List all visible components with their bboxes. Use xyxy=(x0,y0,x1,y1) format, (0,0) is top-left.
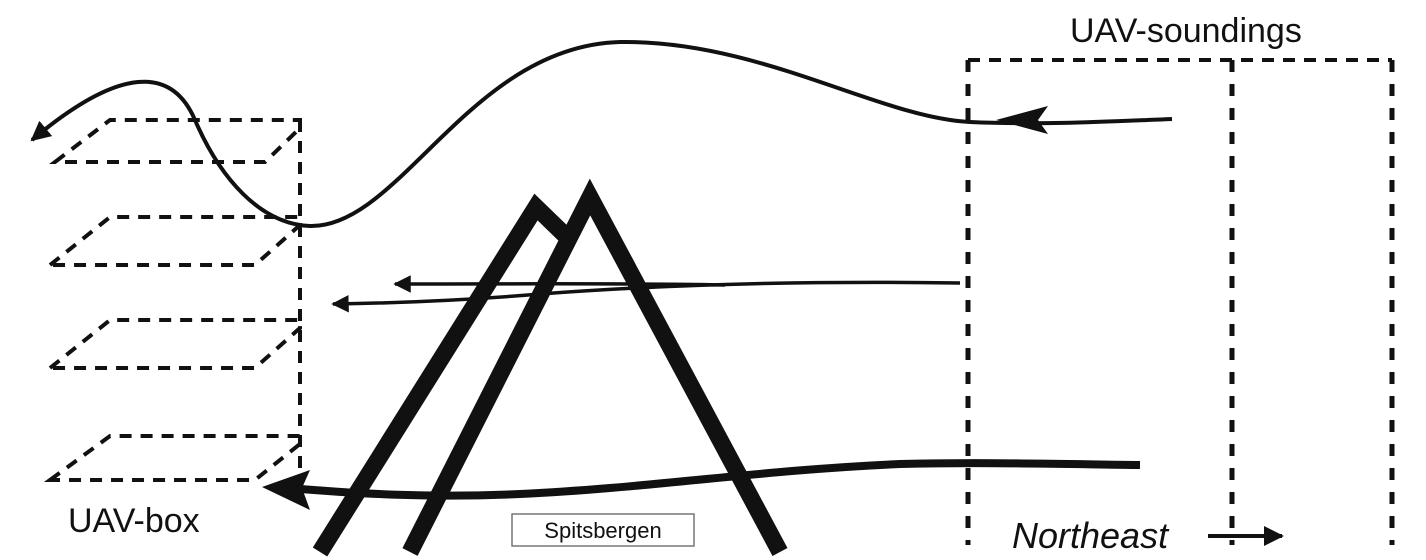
uav-box-level-2 xyxy=(44,215,302,267)
middle-flow-arrow-lower xyxy=(331,280,961,313)
uav-box-level-4 xyxy=(43,434,302,482)
upper-flow-inflow-arrowhead xyxy=(996,106,1048,134)
northeast-label: Northeast xyxy=(1012,515,1170,556)
mountain-left xyxy=(312,193,576,557)
lower-flow-arrow xyxy=(287,459,1141,500)
uav-soundings-columns xyxy=(965,58,1395,545)
uav-box-label: UAV-box xyxy=(68,502,200,540)
mountain-right xyxy=(402,178,788,557)
spitsbergen-mountains xyxy=(312,178,788,557)
uav-box-level-1 xyxy=(49,118,302,164)
spitsbergen-label-box xyxy=(511,513,695,547)
upper-flow-curve xyxy=(30,39,1173,229)
lower-flow-arrowhead xyxy=(262,470,310,510)
uav-soundings-label: UAV-soundings xyxy=(1070,12,1302,50)
spitsbergen-label: Spitsbergen xyxy=(544,518,661,543)
uav-box-levels xyxy=(43,118,302,482)
uav-box-level-3 xyxy=(44,318,302,370)
